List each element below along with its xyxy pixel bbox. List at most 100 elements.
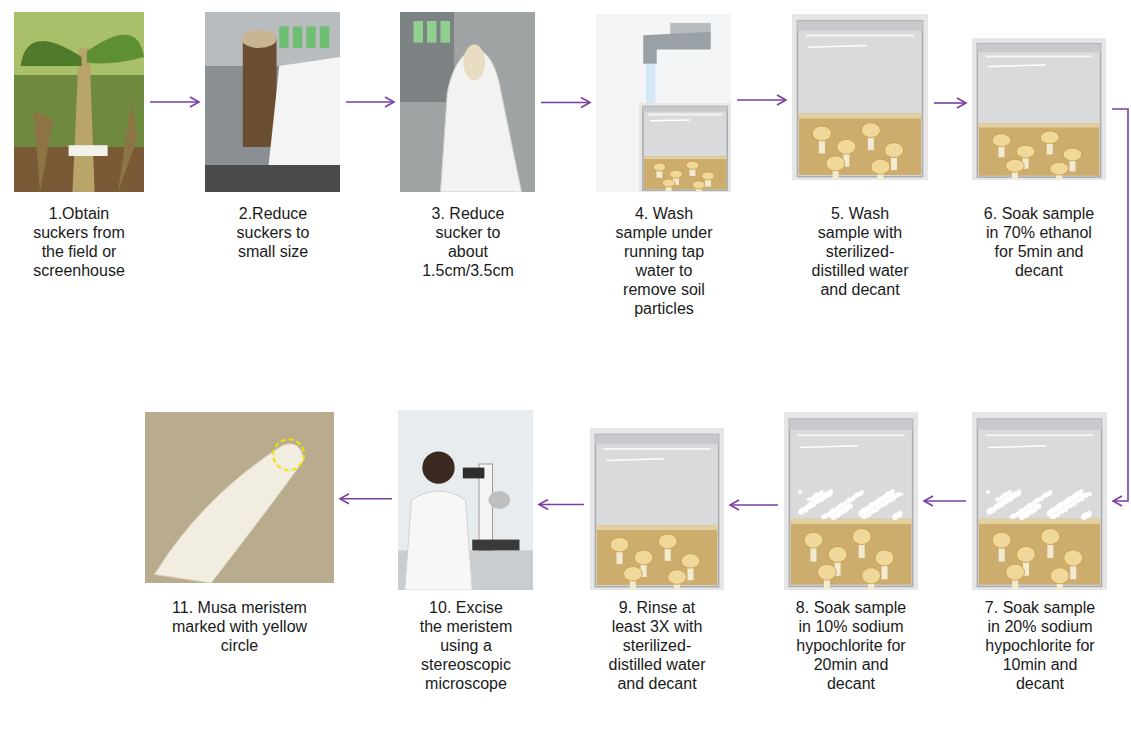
step-panel: 11. Musa meristem marked with yellow cir… bbox=[145, 412, 334, 655]
photo-shape bbox=[643, 32, 711, 64]
photo-shape bbox=[595, 434, 718, 444]
photo-shape bbox=[69, 145, 108, 156]
photo-shape bbox=[73, 48, 95, 192]
photo-shape bbox=[986, 490, 990, 494]
photo-shape bbox=[662, 179, 675, 187]
photo-shape bbox=[791, 519, 912, 524]
photo-shape bbox=[789, 419, 912, 430]
photo-shape bbox=[653, 163, 666, 171]
photo-shape bbox=[1050, 568, 1069, 584]
photo-shape bbox=[639, 103, 731, 192]
photo-shape bbox=[273, 439, 304, 470]
step-photo bbox=[972, 38, 1106, 180]
photo-shape bbox=[596, 14, 731, 192]
photo-shape bbox=[1050, 515, 1056, 519]
photo-shape bbox=[669, 170, 682, 178]
step-caption: 6. Soak sample in 70% ethanol for 5min a… bbox=[983, 204, 1095, 280]
photo-shape bbox=[986, 434, 1094, 436]
photo-shape bbox=[972, 38, 1106, 180]
photo-shape bbox=[792, 14, 928, 180]
photo-shape bbox=[979, 123, 1100, 127]
photo-shape bbox=[852, 529, 871, 545]
step-panel: 8. Soak sample in 10% sodium hypochlorit… bbox=[784, 412, 918, 693]
photo-shape bbox=[692, 181, 705, 189]
step-photo bbox=[14, 12, 144, 192]
step-panel: 7. Soak sample in 20% sodium hypochlorit… bbox=[972, 412, 1107, 693]
photo-shape bbox=[488, 491, 510, 509]
photo-shape bbox=[985, 55, 1092, 57]
photo-shape bbox=[306, 26, 315, 48]
photo-shape bbox=[658, 534, 677, 549]
step-panel: 10. Excise the meristem using a stereosc… bbox=[398, 410, 533, 693]
photo-shape bbox=[977, 419, 1101, 586]
photo-shape bbox=[979, 123, 1100, 176]
photo-shape bbox=[643, 107, 727, 112]
photo-shape bbox=[1081, 514, 1087, 520]
photo-shape bbox=[812, 126, 831, 141]
photo-shape bbox=[590, 428, 724, 590]
photo-shape bbox=[441, 21, 450, 43]
step-caption: 1.Obtain suckers from the field or scree… bbox=[23, 204, 135, 280]
photo-shape bbox=[643, 107, 727, 191]
photo-shape bbox=[804, 532, 823, 548]
step-panel: 5. Wash sample with sterilized-distilled… bbox=[792, 14, 928, 299]
step-photo bbox=[590, 428, 724, 590]
photo-shape bbox=[34, 111, 54, 192]
photo-shape bbox=[858, 510, 862, 516]
photo-shape bbox=[293, 26, 302, 48]
photo-shape bbox=[995, 497, 1003, 501]
photo-shape bbox=[892, 514, 898, 520]
photo-shape bbox=[320, 26, 329, 48]
photo-shape bbox=[14, 12, 144, 75]
photo-shape bbox=[979, 519, 1101, 585]
photo-shape bbox=[797, 434, 904, 436]
flow-arrow bbox=[924, 500, 966, 502]
photo-shape bbox=[789, 419, 912, 586]
photo-shape bbox=[624, 567, 643, 582]
flow-arrow bbox=[150, 101, 199, 103]
photo-shape bbox=[14, 12, 144, 192]
photo-shape bbox=[797, 21, 922, 177]
photo-shape bbox=[808, 46, 866, 48]
photo-shape bbox=[977, 44, 1100, 53]
photo-shape bbox=[463, 44, 485, 80]
photo-shape bbox=[422, 451, 454, 483]
photo-shape bbox=[784, 412, 918, 590]
photo-shape bbox=[828, 546, 847, 562]
photo-shape bbox=[875, 550, 894, 566]
step-photo bbox=[205, 12, 340, 192]
photo-shape bbox=[650, 119, 689, 121]
flow-arrow bbox=[539, 504, 584, 506]
photo-shape bbox=[861, 123, 880, 138]
photo-shape bbox=[797, 21, 922, 31]
flow-arrow bbox=[1112, 109, 1128, 501]
photo-shape bbox=[986, 509, 992, 515]
photo-shape bbox=[145, 412, 334, 583]
photo-shape bbox=[405, 491, 473, 590]
step-panel: 3. Reduce sucker to about 1.5cm/3.5cm bbox=[400, 12, 535, 280]
photo-shape bbox=[979, 519, 1101, 524]
photo-shape bbox=[1041, 529, 1060, 545]
flow-arrow bbox=[934, 102, 966, 104]
photo-shape bbox=[972, 412, 1107, 590]
photo-shape bbox=[1017, 546, 1036, 562]
photo-shape bbox=[243, 39, 277, 147]
photo-shape bbox=[279, 26, 288, 48]
step-panel: 6. Soak sample in 70% ethanol for 5min a… bbox=[972, 38, 1106, 280]
flow-arrow bbox=[346, 101, 394, 103]
photo-shape bbox=[806, 35, 915, 37]
photo-shape bbox=[818, 564, 837, 580]
step-panel: 4. Wash sample under running tap water t… bbox=[596, 14, 731, 318]
flow-arrow bbox=[737, 99, 786, 101]
photo-shape bbox=[1006, 159, 1025, 172]
photo-shape bbox=[1047, 510, 1051, 516]
photo-shape bbox=[800, 446, 858, 448]
photo-shape bbox=[644, 156, 727, 159]
photo-shape bbox=[798, 490, 802, 494]
photo-shape bbox=[1050, 162, 1069, 175]
photo-shape bbox=[871, 159, 890, 174]
photo-shape bbox=[87, 35, 144, 64]
step-caption: 11. Musa meristem marked with yellow cir… bbox=[157, 598, 322, 655]
photo-shape bbox=[988, 65, 1046, 66]
